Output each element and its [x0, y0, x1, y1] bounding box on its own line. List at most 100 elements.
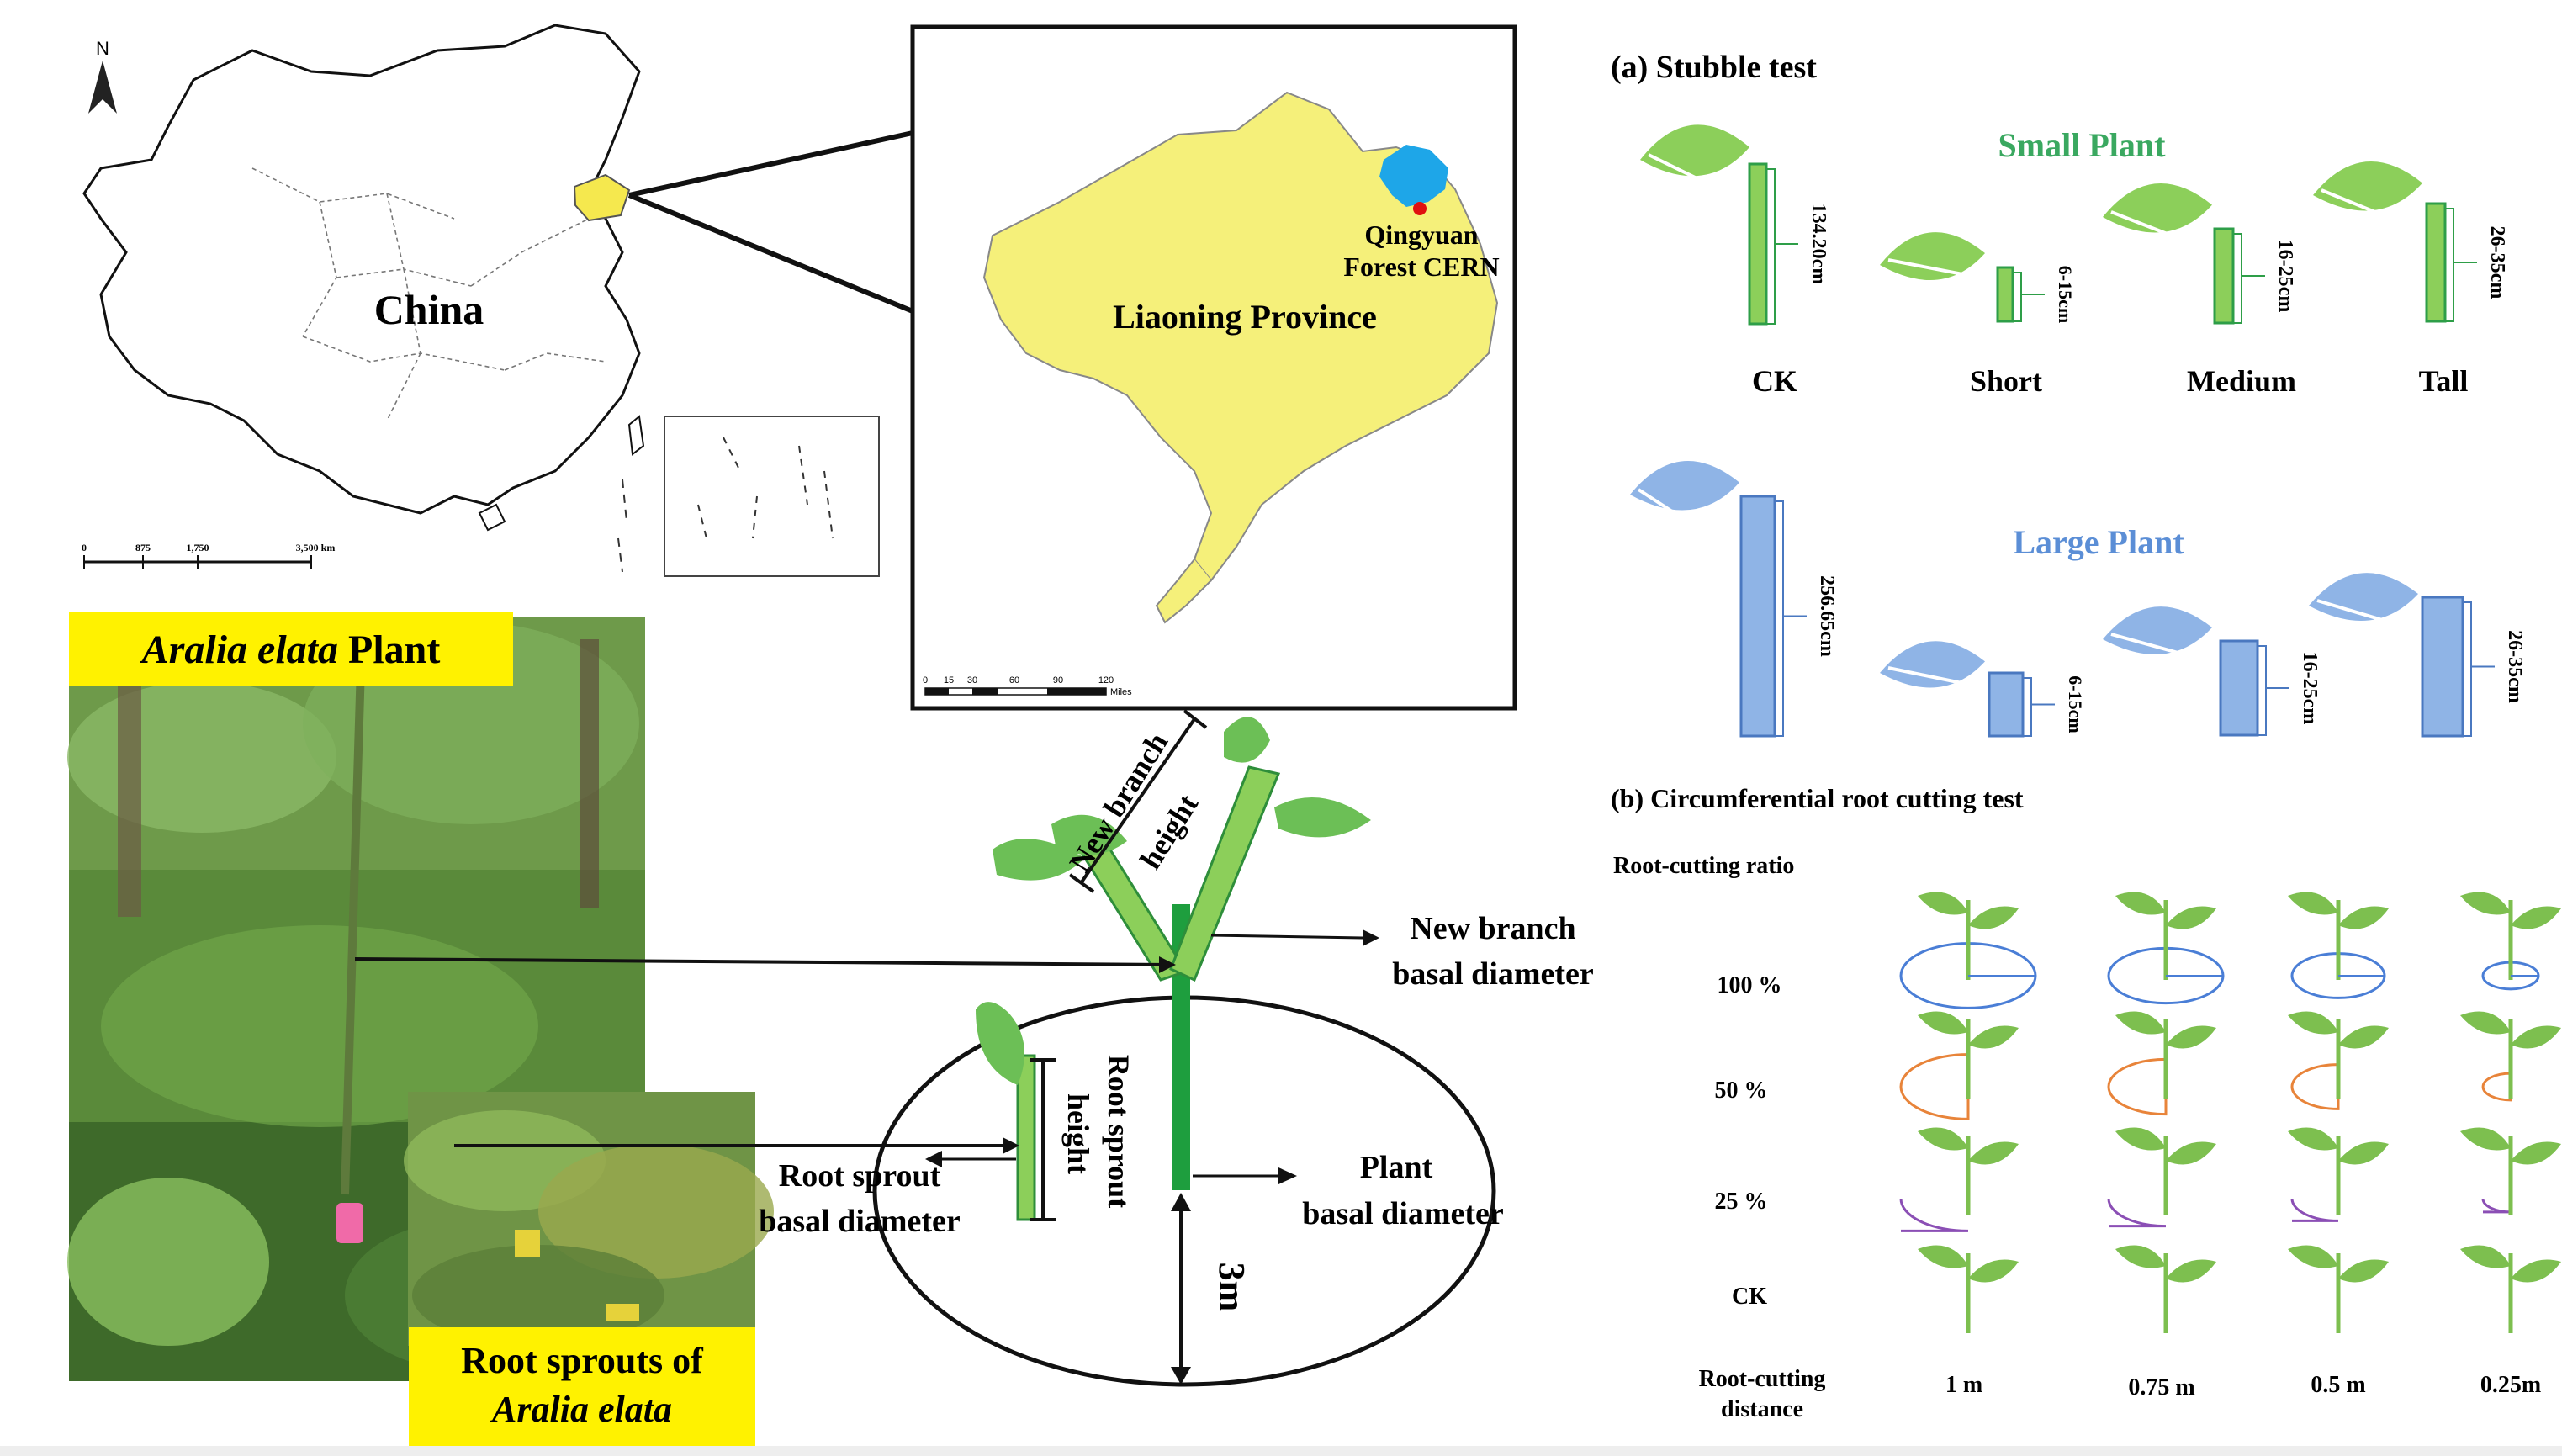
- leaf-icon: [976, 1002, 1024, 1085]
- distance-label: distance: [1721, 1396, 1803, 1422]
- leaf-vein: [2316, 599, 2423, 634]
- liaoning-highlight: [573, 173, 631, 222]
- leaf-vein: [2110, 633, 2221, 666]
- photo-caption-box: [69, 612, 513, 686]
- cut-ring-25: [2107, 1198, 2167, 1228]
- sprout-icon: [2115, 1245, 2216, 1333]
- row-label: 25 %: [1715, 1189, 1768, 1215]
- column-label: Medium: [2187, 364, 2296, 398]
- distance-value: 0.25m: [2480, 1372, 2541, 1398]
- sprout-icon: [1918, 1245, 2019, 1333]
- cut-ring-50: [2481, 1072, 2512, 1102]
- sprout-icon: [2115, 892, 2216, 980]
- column-label: Tall: [2419, 364, 2469, 398]
- cut-ring-25: [2481, 1198, 2512, 1214]
- sprout-caption-line: Root sprouts of: [461, 1340, 704, 1381]
- sprout-caption-box: [409, 1327, 755, 1453]
- height-label: 6-15cm: [2065, 675, 2086, 733]
- height-label: 16-25cm: [2274, 240, 2296, 313]
- qingyuan-site-marker: [1413, 202, 1427, 215]
- scale-label: 875: [135, 542, 151, 553]
- plant-basal-label: basal diameter: [1302, 1196, 1504, 1231]
- inset-scale-label: 60: [1009, 675, 1019, 686]
- photo-caption: Aralia elata Plant: [140, 627, 441, 672]
- small-plant: 134.20cm: [1640, 124, 1829, 326]
- stem-bar: [1739, 495, 1776, 738]
- sprout-icon: [2288, 1127, 2389, 1215]
- sprout-caption-line: Aralia elata: [490, 1389, 672, 1430]
- inset-scale-label: 90: [1053, 675, 1063, 686]
- country-label: China: [374, 286, 484, 333]
- arrow-icon: [1363, 929, 1379, 946]
- bottom-band: [0, 1446, 2562, 1456]
- sprout-icon: [2460, 1245, 2561, 1333]
- root-sprout-basal-label: basal diameter: [759, 1204, 961, 1239]
- sprout-icon: [1918, 1127, 2019, 1215]
- plant-schematic: New branch height New branch basal diame…: [354, 709, 1594, 1387]
- large-plant-title: Large Plant: [2013, 523, 2184, 561]
- sprout-icon: [1918, 1011, 2019, 1099]
- inset-scale-bar: 0 15 30 60 90 120 Miles: [923, 675, 1132, 697]
- site-label: Qingyuan: [1364, 220, 1478, 250]
- leaf-icon: [2103, 606, 2212, 654]
- stem-outline: [1765, 168, 1776, 325]
- sprout-icon: [2288, 1245, 2389, 1333]
- arrow-icon: [925, 1151, 942, 1167]
- dim-tick: [1068, 873, 1095, 893]
- sprout-icon: [2288, 892, 2389, 980]
- scale-label: 1,750: [187, 542, 209, 553]
- liaoning-outline: [982, 91, 1499, 582]
- arrow-icon: [1159, 956, 1176, 973]
- root-cutting-title: (b) Circumferential root cutting test: [1611, 783, 2024, 813]
- taiwan-island: [627, 415, 645, 456]
- leaf-icon: [1224, 717, 1270, 763]
- distance-value: 0.5 m: [2311, 1372, 2365, 1398]
- stem-bar: [1996, 266, 2014, 323]
- new-branch-height-dim: [1079, 717, 1196, 885]
- leaf-vein: [2321, 188, 2427, 235]
- callout-line: [628, 130, 913, 198]
- root-cutting-panel: (b) Circumferential root cutting test Ro…: [1611, 783, 2561, 1422]
- leaf-vein: [1648, 153, 1750, 206]
- root-sprout-stem: [1016, 1054, 1036, 1221]
- north-arrow-label: N: [96, 38, 109, 59]
- inset-dashes: [697, 437, 834, 539]
- sprout-icon: [1918, 892, 2019, 980]
- root-sprout-height-label: Root sprout: [1102, 1055, 1135, 1208]
- distance-label: Root-cutting: [1699, 1366, 1826, 1392]
- cut-ring-25: [1899, 1198, 1969, 1232]
- inset-scale-label: 0: [923, 675, 928, 686]
- height-label: 256.65cm: [1816, 575, 1838, 657]
- leaf-vein: [1887, 258, 1998, 283]
- stem-outline: [2257, 645, 2267, 736]
- small-plant-title: Small Plant: [1998, 126, 2167, 164]
- inset-scale-label: 15: [944, 675, 954, 686]
- large-plant: 6-15cm: [1880, 641, 2086, 738]
- leaf-icon: [1640, 124, 1749, 177]
- leaf-icon: [1630, 461, 1739, 511]
- stem-outline: [2012, 272, 2022, 322]
- leaf-icon: [1880, 641, 1985, 688]
- row-label: 100 %: [1718, 972, 1782, 998]
- sprout-icon: [2115, 1127, 2216, 1215]
- sprout-icon: [2288, 1011, 2389, 1099]
- right-branch: [1169, 765, 1281, 982]
- hainan-island: [478, 503, 506, 532]
- sprout-icon: [2460, 892, 2561, 980]
- ratio-label: Root-cutting ratio: [1613, 853, 1794, 879]
- dim-tick: [1183, 709, 1208, 729]
- column-label: CK: [1752, 364, 1797, 398]
- sprout-icon: [2115, 1011, 2216, 1099]
- stubble-title: (a) Stubble test: [1611, 50, 1817, 85]
- height-label: 26-35cm: [2504, 630, 2526, 703]
- stem-bar: [1988, 671, 2025, 738]
- liaoning-inset: Liaoning Province Qingyuan Forest CERN 0…: [910, 24, 1517, 711]
- stem-outline: [2444, 208, 2454, 322]
- stubble-test-panel: (a) Stubble test Small Plant Large Plant…: [1611, 50, 2526, 738]
- south-china-sea-inset: [664, 416, 880, 577]
- stem-bar: [2213, 227, 2235, 325]
- site-label: Forest CERN: [1343, 251, 1499, 282]
- height-label: 16-25cm: [2299, 652, 2321, 725]
